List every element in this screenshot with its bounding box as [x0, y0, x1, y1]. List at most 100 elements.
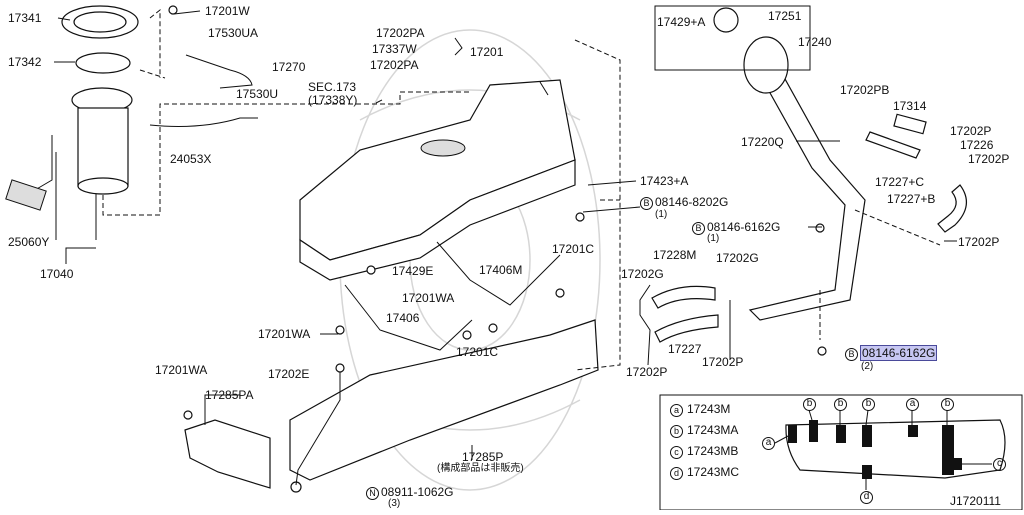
- label-17530u: 17530U: [236, 87, 279, 101]
- callout-d: d: [860, 491, 873, 504]
- hose-17228m: [651, 285, 716, 309]
- label-17202p-c: 17202P: [958, 235, 1000, 249]
- label-17201c-a: 17201C: [552, 242, 595, 256]
- tube-17314: [893, 113, 927, 135]
- label-17406: 17406: [386, 311, 420, 325]
- label-25060y: 25060Y: [8, 235, 50, 249]
- label-17285p: 17285P: [462, 450, 504, 464]
- label-17202g-a: 17202G: [621, 267, 664, 281]
- callout-a: a: [906, 398, 919, 411]
- harness-24053x: [149, 117, 258, 127]
- qty-08911-1062g: (3): [388, 498, 401, 509]
- label-17202pa: 17202PA: [370, 58, 419, 72]
- label-17201: 17201: [470, 45, 504, 59]
- legend-mark-b: b: [670, 425, 683, 438]
- legend-part-17243m: 17243M: [687, 402, 731, 416]
- legend-mark-a: a: [670, 404, 683, 417]
- label-17342: 17342: [8, 55, 42, 69]
- heat-shield-17285p: [289, 319, 599, 481]
- label-17227c: 17227+C: [875, 175, 925, 189]
- label-17202p-a: 17202P: [950, 124, 992, 138]
- label-17201w: 17201W: [205, 4, 250, 18]
- diagram-id: J1720111: [950, 494, 1001, 508]
- label-17251: 17251: [768, 9, 802, 23]
- circled-b-icon: B: [845, 348, 858, 361]
- label-17227: 17227: [668, 342, 702, 356]
- label-17227b: 17227+B: [887, 192, 936, 206]
- callout-b: b: [862, 398, 875, 411]
- label-17202pa-top: 17202PA: [376, 26, 425, 40]
- legend-item: b 17243MA: [670, 424, 738, 438]
- label-08146-8202g: 08146-8202G: [655, 195, 729, 209]
- label-17201c-b: 17201C: [456, 345, 499, 359]
- qty-08146-6162g-a: (1): [707, 233, 720, 244]
- label-17201wa-c: 17201WA: [155, 363, 208, 377]
- hose-17227: [654, 314, 719, 343]
- legend-item: a 17243M: [670, 403, 730, 417]
- legend-item: c 17243MB: [670, 445, 738, 459]
- label-17530ua: 17530UA: [208, 26, 259, 40]
- qty-08146-8202g: (1): [655, 209, 668, 220]
- callout-b: b: [834, 398, 847, 411]
- legend-part-17243mc: 17243MC: [687, 465, 740, 479]
- strap-17406: [344, 284, 473, 351]
- fuel-sender-assembly: [5, 5, 139, 211]
- label-17270: 17270: [272, 60, 306, 74]
- label-17429a: 17429+A: [657, 15, 706, 29]
- circled-n-icon: N: [366, 487, 379, 500]
- label-08146-6162g-b: 08146-6162G: [860, 345, 938, 361]
- strap-17406m: [436, 241, 561, 306]
- callout-a: a: [762, 437, 775, 450]
- callout-c: c: [993, 458, 1006, 471]
- label-17040: 17040: [40, 267, 74, 281]
- label-17201wa-a: 17201WA: [402, 291, 455, 305]
- label-17337w: 17337W: [372, 42, 417, 56]
- label-17220q: 17220Q: [741, 135, 784, 149]
- heat-shield-17285pa: [184, 419, 271, 489]
- filler-tube: [713, 7, 866, 321]
- label-17202e: 17202E: [268, 367, 310, 381]
- label-17202p-e: 17202P: [702, 355, 744, 369]
- callout-b: b: [803, 398, 816, 411]
- note-17285p: (構成部品は非販売): [437, 463, 524, 474]
- label-08146-6162g-a: 08146-6162G: [707, 220, 781, 234]
- fuel-tank: [299, 79, 576, 281]
- hose-17227b: [937, 184, 967, 233]
- label-17228m: 17228M: [653, 248, 697, 262]
- legend-part-17243ma: 17243MA: [687, 423, 739, 437]
- circled-b-icon: B: [692, 222, 705, 235]
- legend-part-17243mb: 17243MB: [687, 444, 739, 458]
- legend-mark-d: d: [670, 467, 683, 480]
- label-17429e: 17429E: [392, 264, 434, 278]
- legend-item: d 17243MC: [670, 466, 739, 480]
- label-17201wa-b: 17201WA: [258, 327, 311, 341]
- label-17202p-b: 17202P: [968, 152, 1010, 166]
- label-24053x: 24053X: [170, 152, 212, 166]
- label-sec173-ref: (17338Y): [308, 93, 358, 107]
- label-17202pb: 17202PB: [840, 83, 890, 97]
- label-17341: 17341: [8, 11, 42, 25]
- callout-b: b: [941, 398, 954, 411]
- legend-mark-c: c: [670, 446, 683, 459]
- harness-17270: [185, 54, 253, 89]
- circled-b-icon: B: [640, 197, 653, 210]
- label-17285pa: 17285PA: [205, 388, 254, 402]
- bolts: [168, 5, 827, 493]
- label-17202p-d: 17202P: [626, 365, 668, 379]
- label-17202g-b: 17202G: [716, 251, 759, 265]
- label-17314: 17314: [893, 99, 927, 113]
- leader-lines: [54, 5, 957, 486]
- qty-08146-6162g-b: (2): [861, 361, 874, 372]
- label-17240: 17240: [798, 35, 832, 49]
- label-08911-1062g: 08911-1062G: [381, 485, 454, 499]
- label-17406m: 17406M: [479, 263, 523, 277]
- label-17226: 17226: [960, 138, 994, 152]
- label-17423a: 17423+A: [640, 174, 689, 188]
- label-sec173: SEC.173: [308, 80, 357, 94]
